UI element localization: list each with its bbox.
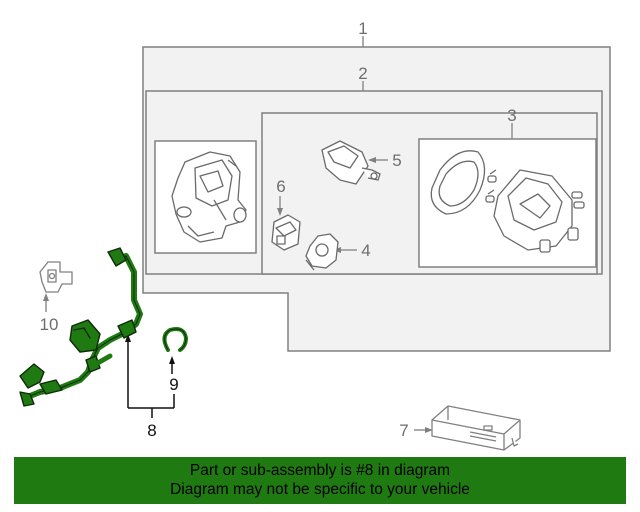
bracket-part	[39, 261, 73, 293]
callout-8: 8	[147, 421, 156, 440]
callout-9: 9	[169, 375, 178, 394]
ignition-module-part	[321, 140, 381, 185]
control-unit-part	[431, 405, 521, 451]
wire-harness-part	[19, 247, 143, 407]
callout-6: 6	[276, 177, 285, 196]
sensor-part	[305, 233, 339, 271]
banner-line-1: Part or sub-assembly is #8 in diagram	[189, 462, 451, 479]
callout-7: 7	[399, 421, 408, 440]
callout-8-arrowheads	[125, 334, 175, 364]
callout-10: 10	[40, 315, 59, 334]
callout-4: 4	[361, 241, 370, 260]
callout-2: 2	[358, 64, 367, 83]
exploded-view-diagram: 1 2 3 5 6 4 10 7 9 8	[19, 19, 611, 451]
callout-1: 1	[358, 19, 367, 38]
info-banner: Part or sub-assembly is #8 in diagram Di…	[14, 457, 626, 504]
clamp-outline	[164, 328, 187, 351]
distributor-cap-part	[485, 169, 585, 253]
banner-line-2: Diagram may not be specific to your vehi…	[170, 481, 470, 498]
gasket-part	[430, 150, 486, 215]
distributor-housing-part	[171, 151, 247, 243]
callout-3: 3	[507, 106, 516, 125]
igniter-part	[271, 214, 301, 251]
callout-5: 5	[392, 151, 401, 170]
